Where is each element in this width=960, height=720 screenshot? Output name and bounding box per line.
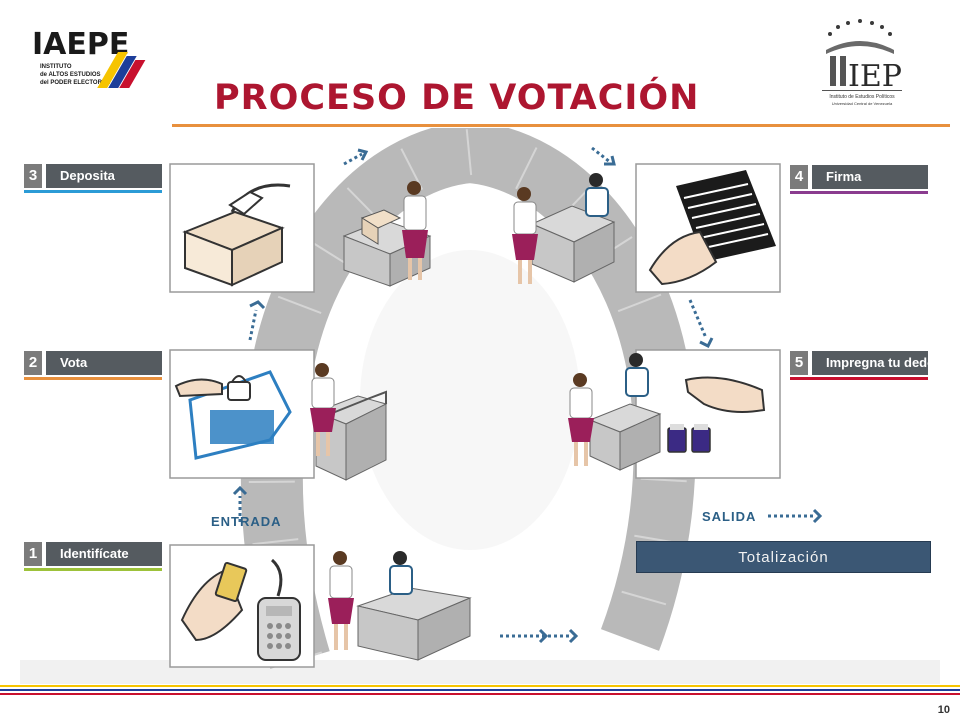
- step-number: 4: [790, 165, 808, 189]
- station-impregna: [568, 353, 662, 471]
- iaepe-logo-line1: INSTITUTO: [40, 64, 72, 70]
- step-accent-line: [24, 190, 162, 193]
- step-tab-deposita: 3 Deposita: [24, 164, 162, 193]
- iep-logo-line1: Instituto de Estudios Políticos: [829, 94, 895, 100]
- step-label: Vota: [46, 351, 162, 375]
- salida-label: SALIDA: [702, 509, 757, 524]
- step-tab-firma: 4 Firma: [790, 165, 928, 194]
- step-label: Deposita: [46, 164, 162, 188]
- step-tab-impregna: 5 Impregna tu dedo: [790, 351, 935, 380]
- page-number: 10: [937, 704, 950, 716]
- footer-color-lines: [0, 685, 960, 695]
- station-vota: [310, 363, 388, 481]
- iaepe-logo: IAEPE INSTITUTO de ALTOS ESTUDIOS del PO…: [32, 27, 146, 88]
- step-number: 3: [24, 164, 42, 188]
- step-label: Impregna tu dedo: [812, 351, 935, 375]
- step-accent-line: [24, 568, 162, 571]
- step-label: Firma: [812, 165, 928, 189]
- iaepe-logo-line2: de ALTOS ESTUDIOS: [40, 72, 101, 78]
- station-deposita: [342, 181, 432, 287]
- iep-logo-line2: Universidad Central de Venezuela: [832, 101, 893, 106]
- iep-logo: IEP Instituto de Estudios Políticos Univ…: [822, 19, 902, 106]
- iaepe-logo-line3: del PODER ELECTORAL: [40, 80, 110, 86]
- panel-vota: [169, 349, 315, 479]
- title-underline: [172, 124, 950, 127]
- page-title: PROCESO DE VOTACIÓN: [214, 78, 700, 118]
- iaepe-logo-brand: IAEPE: [32, 27, 129, 62]
- totalizacion-button[interactable]: Totalización: [636, 541, 931, 573]
- step-tab-identificate: 1 Identifícate: [24, 542, 162, 571]
- station-firma: [512, 173, 616, 284]
- step-number: 1: [24, 542, 42, 566]
- iep-logo-brand: IEP: [848, 59, 902, 94]
- entrada-label: ENTRADA: [211, 514, 282, 529]
- step-label: Identifícate: [46, 542, 162, 566]
- flow-arrows: [232, 146, 823, 644]
- step-accent-line: [790, 377, 928, 380]
- step-tab-vota: 2 Vota: [24, 351, 162, 380]
- step-number: 5: [790, 351, 808, 375]
- station-identificate: [328, 551, 472, 661]
- panel-identificate: [169, 544, 315, 668]
- step-accent-line: [790, 191, 928, 194]
- voting-process-diagram: [20, 128, 940, 684]
- step-number: 2: [24, 351, 42, 375]
- panel-deposita: [169, 163, 315, 293]
- step-accent-line: [24, 377, 162, 380]
- panel-firma: [635, 163, 781, 293]
